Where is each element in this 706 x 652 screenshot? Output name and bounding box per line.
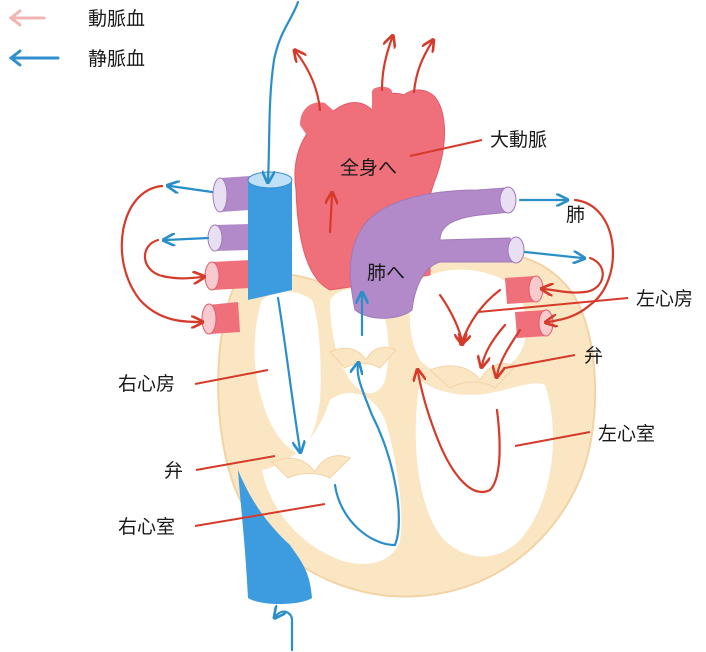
pulmonary-vein-left-lower-cap: [202, 304, 216, 334]
label-valve-right: 弁: [164, 460, 183, 482]
arterial-loop-left-mid: [145, 240, 202, 278]
label-left-atrium: 左心房: [636, 288, 693, 310]
label-lungs: 肺: [566, 204, 585, 226]
pulmonary-stub-left-upper-cap: [213, 178, 227, 212]
pulmonary-artery-cap-lower: [508, 237, 524, 263]
label-right-atrium: 右心房: [118, 373, 175, 395]
pulmonary-artery-cap-upper: [500, 187, 516, 213]
label-aorta: 大動脈: [490, 129, 547, 151]
label-to-body: 全身へ: [340, 157, 397, 179]
arterial-arrow-aorta-right: [414, 42, 432, 92]
legend-venous-label: 静脈血: [88, 48, 145, 70]
superior-vena-cava: [248, 173, 292, 301]
legend-arterial: 動脈血: [11, 8, 145, 30]
legend-arterial-label: 動脈血: [88, 8, 145, 30]
pulmonary-vein-right-lower-cap: [539, 310, 553, 336]
legend: 動脈血 静脈血: [11, 8, 145, 70]
aorta-branch-right: [405, 91, 425, 125]
venous-arrow-top-inflow: [268, 2, 298, 180]
legend-venous: 静脈血: [11, 48, 145, 70]
venous-arrow-bottom-inflow: [276, 612, 292, 650]
aorta-branch-mid: [372, 87, 392, 120]
arterial-arrow-aorta-mid: [382, 38, 392, 90]
pulmonary-vein-left-upper-cap: [205, 262, 219, 290]
pulmonary-vein-right-upper-cap: [529, 276, 543, 302]
label-left-ventricle: 左心室: [598, 423, 655, 445]
label-valve-left: 弁: [584, 345, 603, 367]
pulmonary-stub-left-mid-cap: [208, 225, 222, 251]
venous-arrow-lungs-lower: [525, 252, 582, 258]
venous-arrow-left-mid: [166, 238, 208, 240]
label-right-ventricle: 右心室: [118, 516, 175, 538]
venous-arrow-left-upper: [170, 186, 212, 192]
label-to-lungs: 肺へ: [367, 262, 405, 284]
arterial-loop-left-upper: [122, 186, 200, 322]
superior-vena-cava-cap: [248, 172, 292, 188]
arterial-arrow-aorta-left: [296, 52, 320, 110]
